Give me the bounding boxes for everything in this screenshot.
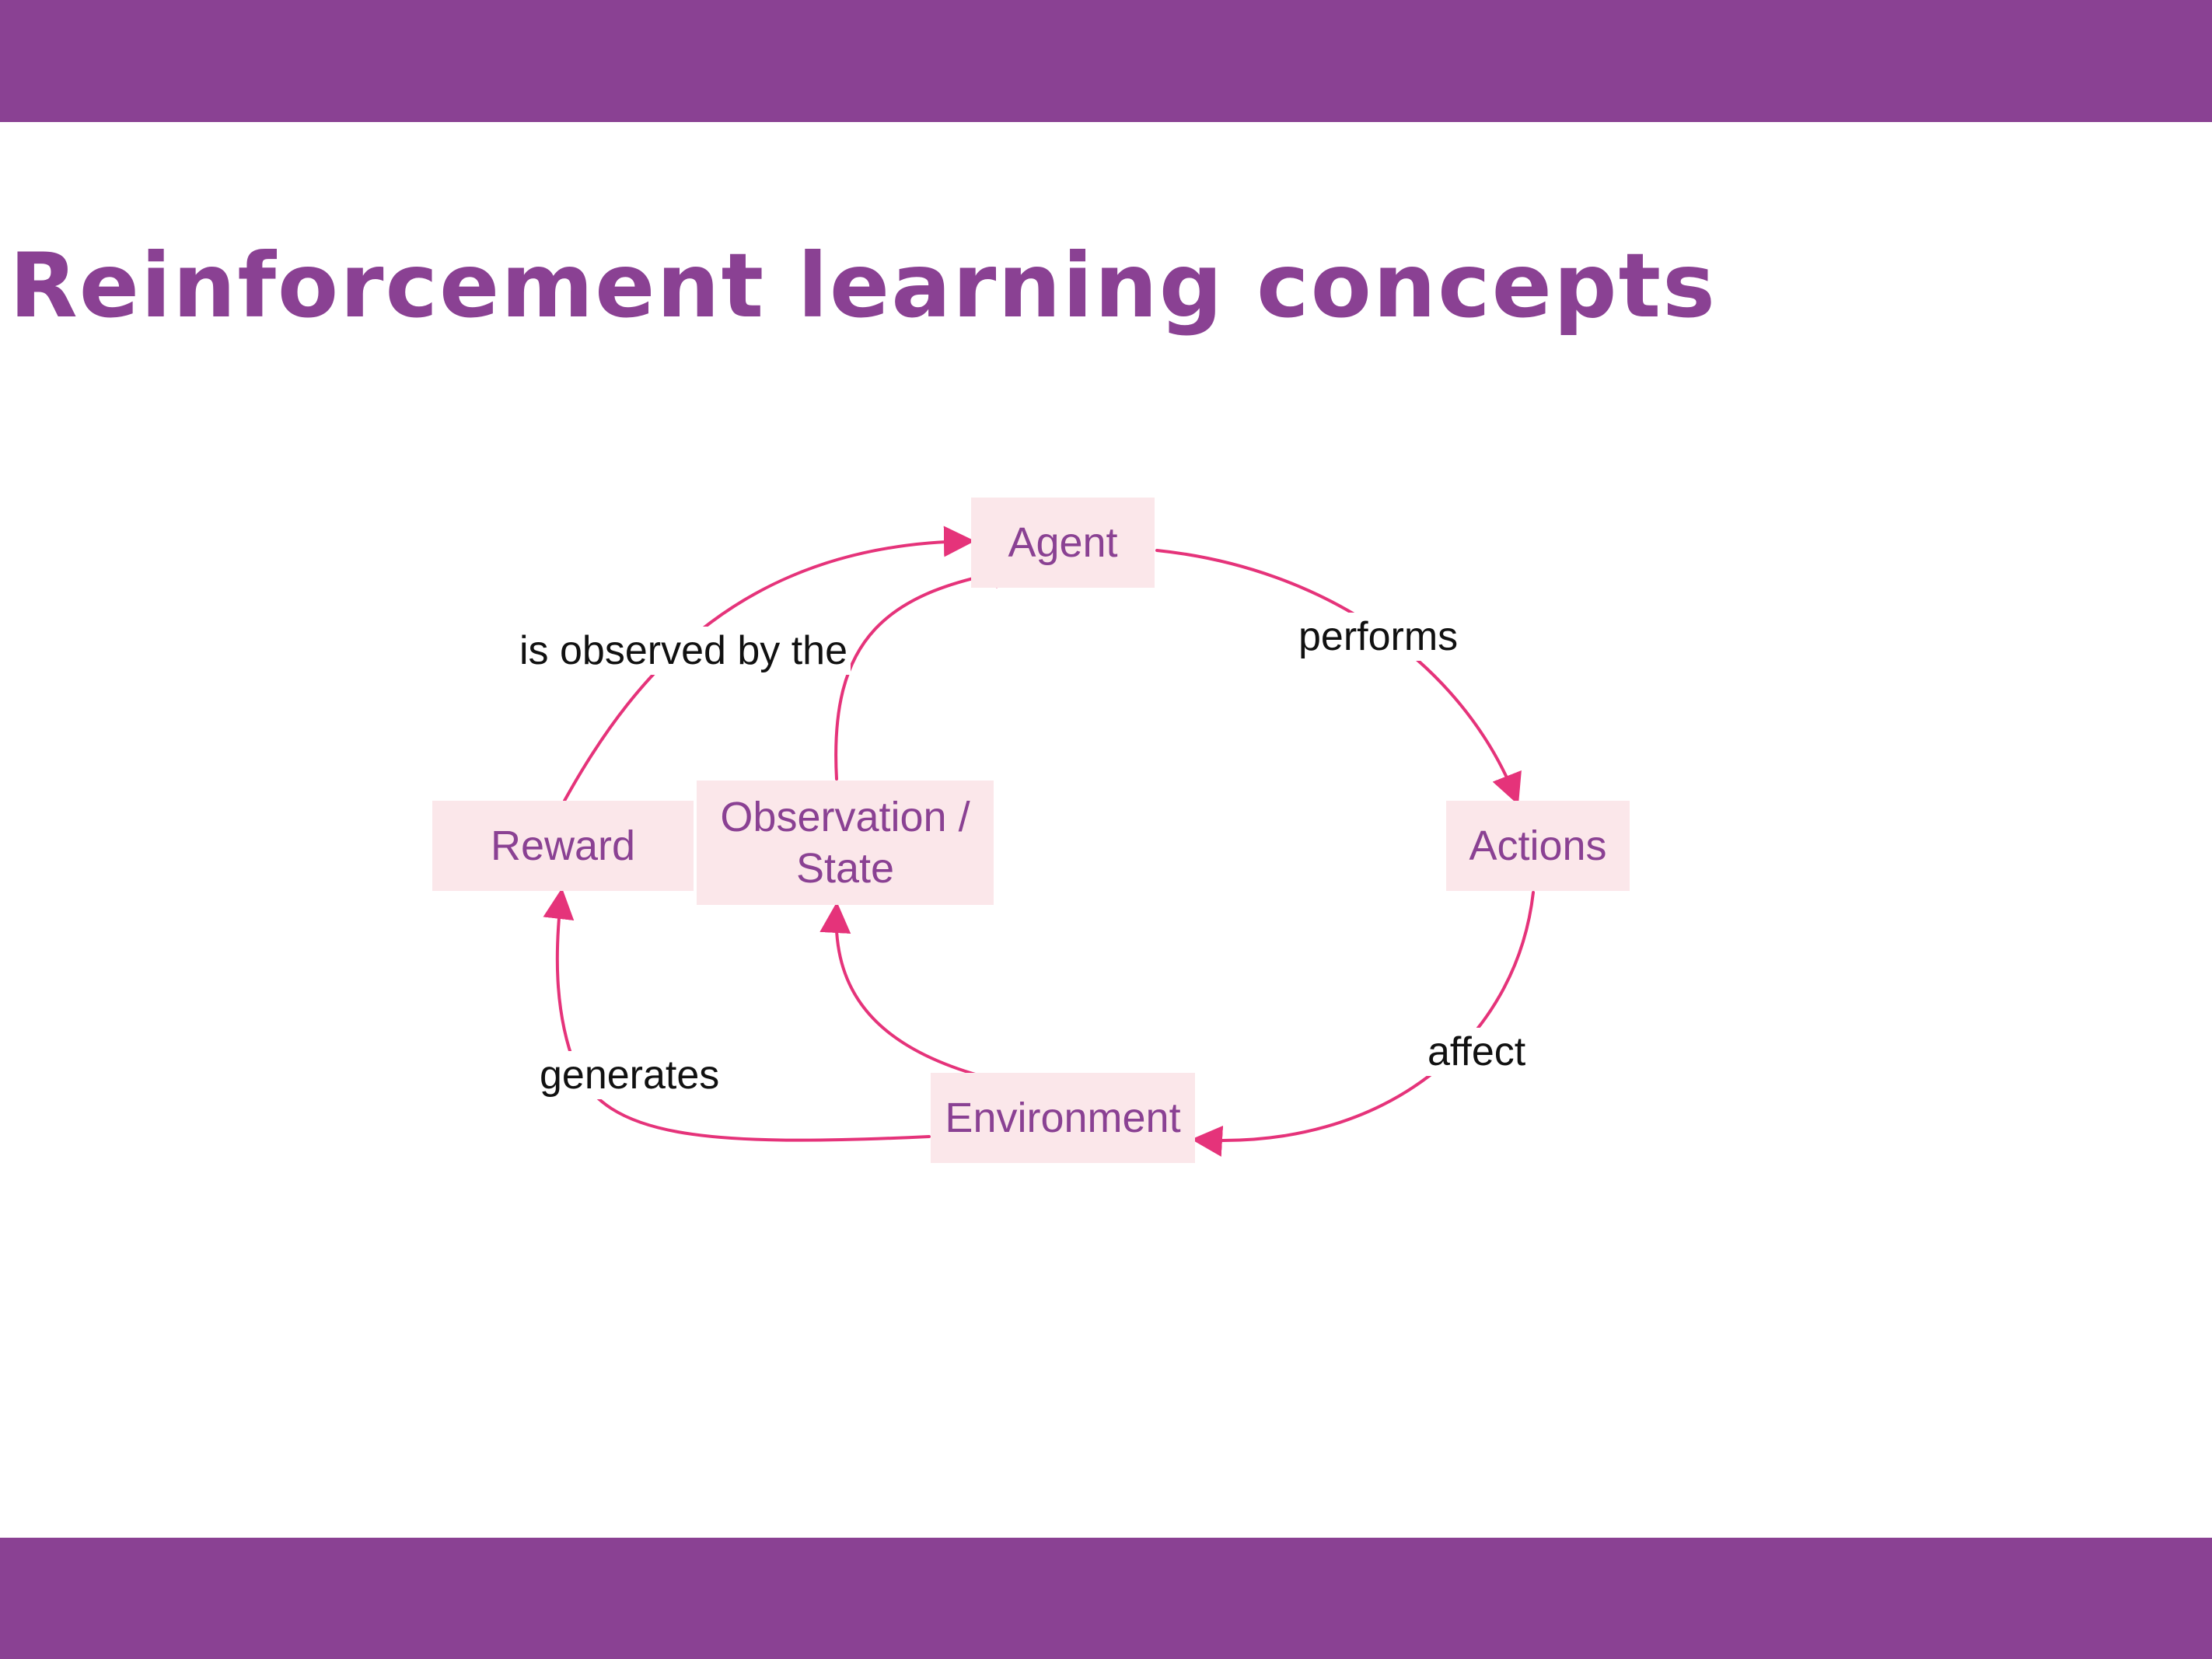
reward-label: Reward — [490, 823, 636, 869]
arrow-observation-to-agent — [834, 557, 1025, 781]
edge-label-performs: performs — [1295, 613, 1462, 661]
observation-label-line2: State — [795, 845, 895, 892]
edge-label-generates: generates — [536, 1051, 723, 1099]
top-banner — [0, 0, 2212, 122]
actions-label: Actions — [1469, 823, 1607, 869]
arrow-actions-to-environment — [1191, 891, 1535, 1157]
actions-node: Actions — [1446, 801, 1630, 891]
arrow-environment-to-observation — [819, 902, 1022, 1087]
arrow-agent-to-actions — [1155, 549, 1522, 805]
edge-label-affect: affect — [1424, 1028, 1529, 1076]
environment-node: Environment — [931, 1073, 1195, 1163]
environment-label: Environment — [945, 1095, 1181, 1141]
edge-label-is-observed-by: is observed by the — [516, 627, 851, 675]
slide-title: Reinforcement learning concepts — [9, 234, 1717, 337]
agent-node: Agent — [971, 498, 1155, 588]
arrow-reward-to-agent — [563, 526, 975, 802]
agent-label: Agent — [1008, 519, 1118, 566]
observation-label-line1: Observation / — [720, 794, 970, 840]
observation-state-node: Observation / State — [697, 781, 994, 905]
reward-node: Reward — [432, 801, 694, 891]
bottom-banner — [0, 1538, 2212, 1659]
